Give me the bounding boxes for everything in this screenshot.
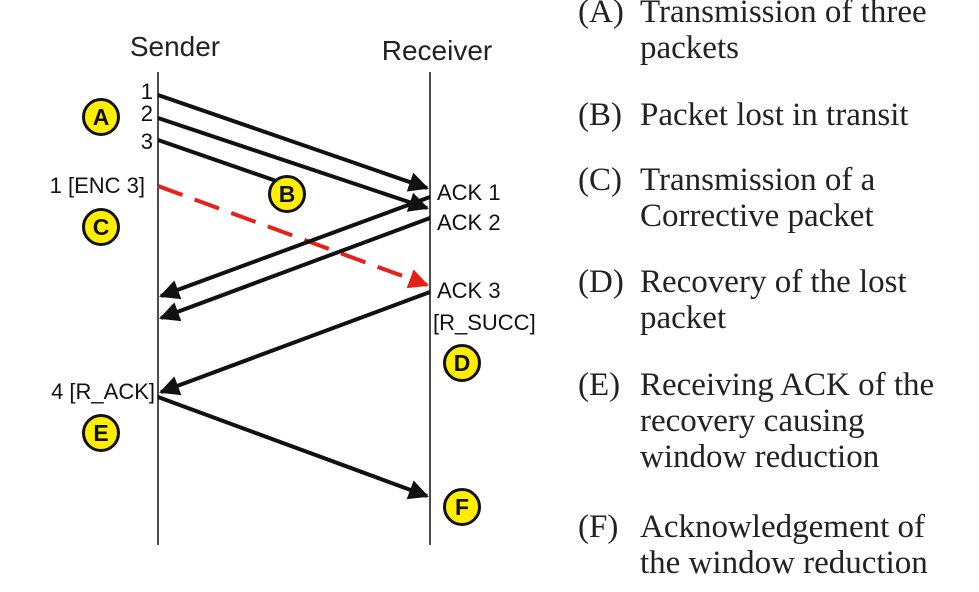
- r-ack-label: 4 [R_ACK]: [51, 379, 155, 404]
- marker-b: B: [268, 175, 306, 213]
- legend-key: (E): [578, 367, 621, 403]
- legend-line: Receiving ACK of the: [640, 367, 935, 403]
- legend-item-c: (C) Transmission of a Corrective packet: [578, 162, 978, 234]
- legend-key: (C): [578, 162, 622, 198]
- ack-1-arrow: [159, 195, 431, 300]
- legend-line: Transmission of three: [640, 0, 927, 30]
- enc-packet-label: 1 [ENC 3]: [50, 173, 145, 198]
- ack-3-label: ACK 3: [437, 278, 501, 303]
- legend-key: (A): [578, 0, 624, 30]
- legend-key: (D): [578, 264, 624, 300]
- legend-line: Corrective packet: [640, 198, 874, 234]
- legend-item-f: (F) Acknowledgement of the window reduct…: [578, 509, 978, 581]
- legend-key: (B): [578, 97, 622, 133]
- legend: (A) Transmission of three packets (B) Pa…: [578, 0, 978, 587]
- r-ack-arrow: [157, 395, 429, 500]
- marker-d-label: D: [454, 350, 471, 376]
- ack-2-label: ACK 2: [437, 210, 501, 235]
- packet-3-lost-arrow: [157, 138, 286, 186]
- legend-key: (F): [578, 509, 619, 545]
- marker-f-label: F: [455, 494, 469, 520]
- r-succ-label: [R_SUCC]: [433, 310, 536, 335]
- legend-line: packets: [640, 30, 739, 66]
- marker-f: F: [443, 488, 481, 526]
- legend-line: window reduction: [640, 439, 880, 475]
- marker-a: A: [82, 98, 120, 136]
- marker-e: E: [82, 414, 120, 452]
- legend-item-b: (B) Packet lost in transit: [578, 97, 978, 133]
- packet-1-label: 1: [141, 79, 153, 104]
- legend-item-d: (D) Recovery of the lost packet: [578, 264, 978, 336]
- legend-item-a: (A) Transmission of three packets: [578, 0, 978, 66]
- marker-d: D: [443, 344, 481, 382]
- marker-a-label: A: [93, 104, 110, 130]
- marker-e-label: E: [93, 420, 108, 446]
- sender-header: Sender: [130, 31, 220, 62]
- packet-1-arrow: [157, 93, 429, 192]
- legend-line: Acknowledgement of: [640, 509, 925, 545]
- packet-2-arrow: [157, 116, 429, 212]
- legend-line: recovery causing: [640, 403, 865, 439]
- packet-3-label: 3: [141, 129, 153, 154]
- packet-2-label: 2: [141, 101, 153, 126]
- marker-c: C: [82, 208, 120, 246]
- legend-line: Transmission of a: [640, 162, 876, 198]
- ack-2-arrow: [159, 216, 431, 322]
- legend-item-e: (E) Receiving ACK of the recovery causin…: [578, 367, 978, 475]
- receiver-header: Receiver: [382, 35, 492, 66]
- marker-b-label: B: [279, 181, 296, 207]
- legend-line: Packet lost in transit: [640, 97, 909, 133]
- ack-1-label: ACK 1: [437, 180, 501, 205]
- ack-3-arrow: [159, 290, 431, 396]
- legend-line: the window reduction: [640, 545, 928, 581]
- legend-line: Recovery of the lost: [640, 264, 907, 300]
- legend-line: packet: [640, 300, 727, 336]
- marker-c-label: C: [93, 214, 110, 240]
- corrective-packet-arrow: [157, 184, 429, 289]
